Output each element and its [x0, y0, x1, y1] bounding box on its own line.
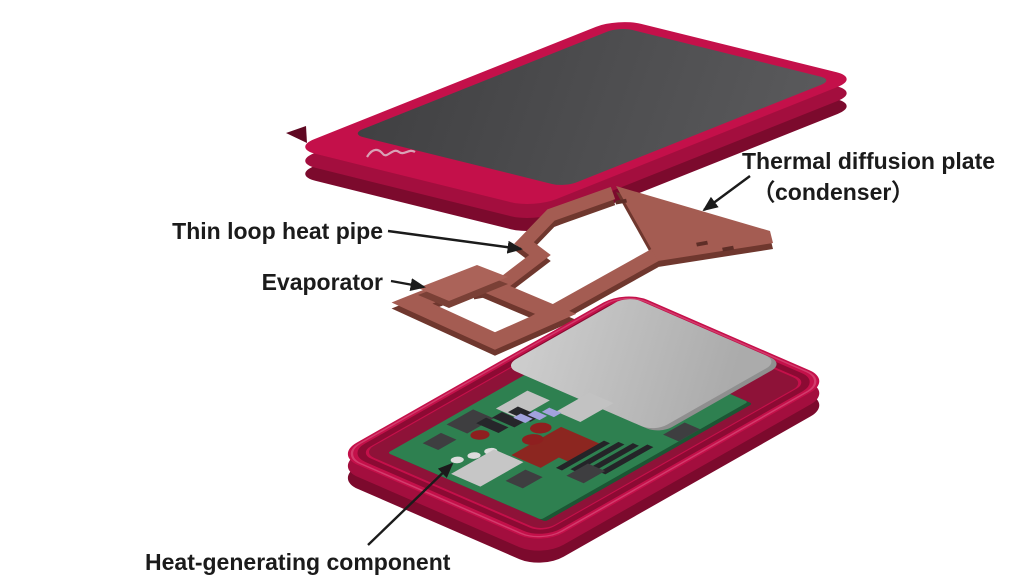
- pcb-capacitor: [541, 407, 562, 418]
- tray-rim-highlight: [350, 297, 817, 538]
- condenser-slot: [722, 245, 734, 252]
- pcb-connector-bar: [570, 441, 625, 472]
- condenser-slot: [615, 198, 627, 205]
- pcb-capacitor: [527, 410, 548, 421]
- label-thermal-diffusion-plate: Thermal diffusion plate: [742, 148, 995, 174]
- pcb-capacitor: [450, 456, 464, 464]
- battery-top: [510, 299, 772, 429]
- top-cover-phone: [286, 22, 847, 231]
- pcb-chip: [446, 409, 494, 434]
- pcb-capacitor: [529, 422, 552, 434]
- pcb-chip: [663, 422, 701, 442]
- condenser-slot: [696, 240, 708, 247]
- fujitsu-logo-squiggle-icon: [366, 148, 416, 158]
- pcb-capacitor: [513, 413, 533, 424]
- thermal-diffusion-plate: [616, 186, 773, 261]
- label-heat-generating-component: Heat-generating component: [145, 549, 451, 575]
- pcb-connector-bar: [584, 443, 639, 474]
- arrow-heat-generating-component: [367, 462, 454, 546]
- arrow-thermal-diffusion-plate: [702, 175, 751, 212]
- pcb-chip: [566, 463, 606, 484]
- pcb-chip: [422, 432, 457, 450]
- return-pipe: [531, 248, 659, 329]
- label-thin-loop-heat-pipe: Thin loop heat pipe: [172, 218, 383, 244]
- label-evaporator: Evaporator: [262, 269, 383, 295]
- loop-heat-pipe-assembly: [391, 186, 773, 356]
- speaker-notch: [286, 126, 307, 143]
- pcb-chip: [492, 412, 525, 428]
- top-phone-face-layer: [305, 22, 847, 204]
- pcb-components: [422, 390, 701, 489]
- pcb-connector-bar: [599, 444, 654, 475]
- pcb-connector-bar: [555, 440, 611, 471]
- arrow-thin-loop-heat-pipe: [387, 229, 523, 254]
- bottom-phone-tray: [347, 296, 820, 563]
- pcb-chip: [476, 417, 509, 433]
- tray-face-layer: [347, 296, 820, 539]
- pcb-chip: [451, 449, 524, 487]
- pcb-capacitor: [470, 430, 490, 440]
- evaporator-block: [418, 265, 508, 308]
- evaporator-block-top: [418, 265, 508, 301]
- arrow-evaporator: [390, 278, 426, 291]
- pcb-chip: [556, 392, 614, 422]
- pcb-chip: [505, 469, 543, 489]
- label-condenser: （condenser）: [752, 179, 914, 205]
- pcb-capacitor: [521, 434, 544, 445]
- phone-screen: [357, 28, 827, 185]
- callouts: Thin loop heat pipe Evaporator Thermal d…: [145, 148, 995, 575]
- pcb-capacitor: [467, 452, 481, 459]
- pcb-chip: [507, 406, 541, 422]
